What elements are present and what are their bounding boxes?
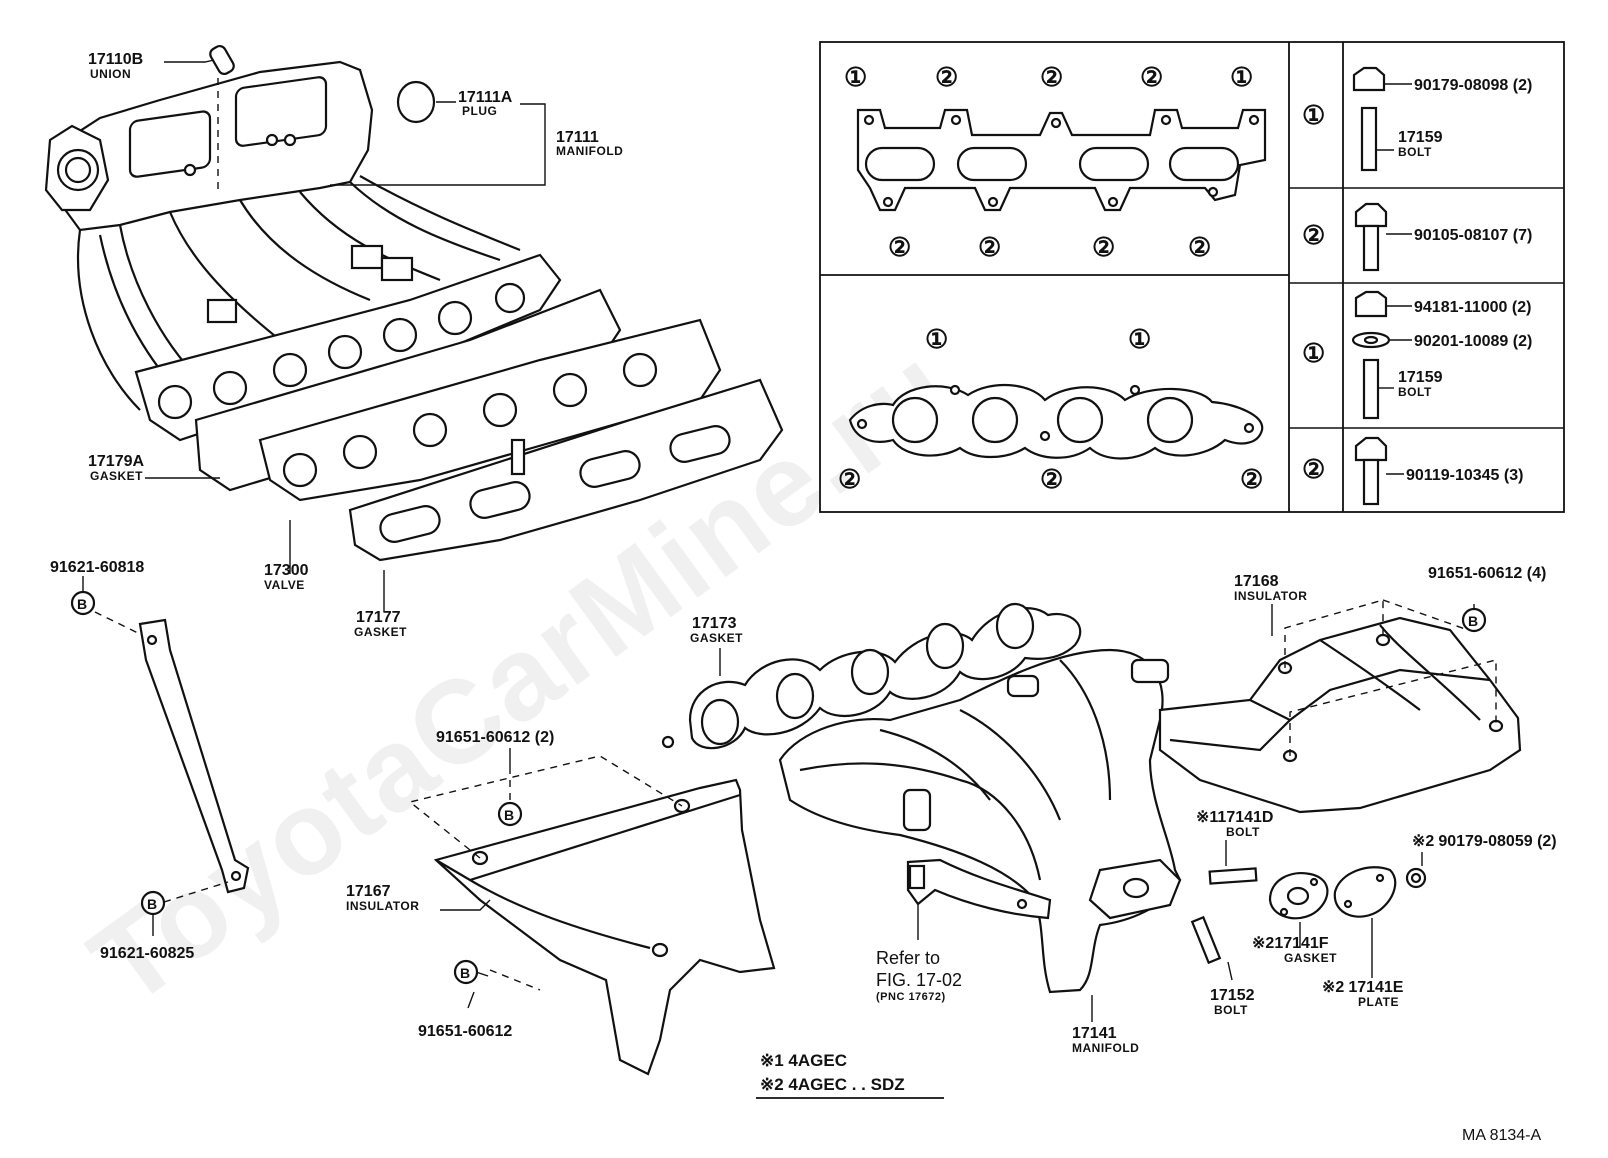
- part-17159-a: 17159: [1398, 129, 1443, 146]
- part-17152: 17152: [1210, 987, 1255, 1004]
- part-17300-name: VALVE: [264, 578, 305, 592]
- part-17159-a-name: BOLT: [1398, 145, 1432, 159]
- part-91651-60612-x2: 91651-60612 (2): [436, 729, 554, 746]
- gasket-bolt-pos-13: ②: [1040, 464, 1063, 494]
- part-17173-name: GASKET: [690, 631, 743, 645]
- callout-b-4: B: [460, 965, 470, 981]
- gasket-bolt-pos-11: ①: [1128, 324, 1151, 354]
- part-17141F: ※217141F: [1252, 935, 1329, 952]
- callout-b-group: B B B B B: [70, 590, 1487, 985]
- gasket-bolt-pos-5: ①: [1230, 62, 1253, 92]
- part-17173: 17173: [692, 615, 737, 632]
- part-17111: 17111: [556, 129, 599, 146]
- part-17141E-name: PLATE: [1358, 995, 1399, 1009]
- gasket-bolt-pos-3: ②: [1040, 62, 1063, 92]
- manifold-stay-bracket: [138, 618, 250, 894]
- lower-heat-insulator-drawing: [433, 778, 776, 1076]
- part-17141: 17141: [1072, 1025, 1117, 1042]
- part-17167: 17167: [346, 883, 391, 900]
- part-17141D-name: BOLT: [1226, 825, 1260, 839]
- gasket-bolt-pos-7: ②: [978, 232, 1001, 262]
- part-91621-60818: 91621-60818: [50, 559, 144, 576]
- part-17177-name: GASKET: [354, 625, 407, 639]
- refer-note-line1: Refer to: [876, 948, 940, 968]
- part-91651-60612-x4: 91651-60612 (4): [1428, 565, 1546, 582]
- stud-bolt-icon: [1360, 106, 1378, 172]
- gasket-bolt-pos-9: ②: [1188, 232, 1211, 262]
- table-row4-key: ②: [1302, 454, 1325, 484]
- callout-b-3: B: [504, 807, 514, 823]
- hex-nut-icon: [1354, 290, 1388, 318]
- part-90119-10345: 90119-10345 (3): [1406, 467, 1523, 484]
- callout-b-2: B: [147, 896, 157, 912]
- gasket-bolt-pos-2: ②: [935, 62, 958, 92]
- part-17110B-name: UNION: [90, 67, 131, 81]
- gasket-bolt-pos-1: ①: [844, 62, 867, 92]
- exhaust-gasket-drawing: [661, 602, 1082, 750]
- part-17300: 17300: [264, 562, 309, 579]
- flange-nut-icon: [1352, 66, 1386, 92]
- part-17179A: 17179A: [88, 453, 144, 470]
- gasket-bolt-pos-10: ①: [925, 324, 948, 354]
- legend-note-2: ※2 4AGEC . . SDZ: [760, 1075, 905, 1094]
- part-17159-b: 17159: [1398, 369, 1443, 386]
- gasket-bolt-pos-14: ②: [1240, 464, 1263, 494]
- part-90179-08098: 90179-08098 (2): [1414, 77, 1532, 94]
- gasket-bolt-pos-12: ②: [838, 464, 861, 494]
- gasket-bolt-pos-6: ②: [888, 232, 911, 262]
- refer-note-line3: (PNC 17672): [876, 991, 946, 1003]
- part-17111A-name: PLUG: [462, 104, 497, 118]
- part-91651-60612: 91651-60612: [418, 1023, 512, 1040]
- intake-manifold-drawing: [44, 44, 784, 562]
- fastener-table: ① ② ② ② ① ② ② ② ② ① ① ② ② ② ① ② ① ② 9017…: [819, 41, 1565, 513]
- part-17168: 17168: [1234, 573, 1279, 590]
- table-row3-key: ①: [1302, 338, 1325, 368]
- stud-bolt-icon-2: [1362, 358, 1380, 420]
- part-17141-name: MANIFOLD: [1072, 1041, 1139, 1055]
- gasket-bolt-pos-8: ②: [1092, 232, 1115, 262]
- gasket-bolt-pos-4: ②: [1140, 62, 1163, 92]
- part-17110B: 17110B: [88, 51, 143, 68]
- upper-heat-insulator-drawing: [1158, 616, 1522, 814]
- exhaust-manifold-drawing: [778, 648, 1182, 994]
- legend-note-1: ※1 4AGEC: [760, 1051, 847, 1070]
- part-90201-10089: 90201-10089 (2): [1414, 333, 1532, 350]
- part-17177: 17177: [356, 609, 401, 626]
- part-17141D: ※117141D: [1196, 809, 1273, 826]
- part-17167-name: INSULATOR: [346, 899, 419, 913]
- document-reference: MA 8134-A: [1462, 1127, 1541, 1144]
- part-17111-name: MANIFOLD: [556, 144, 623, 158]
- refer-note-line2: FIG. 17-02: [876, 970, 962, 990]
- part-17159-b-name: BOLT: [1398, 385, 1432, 399]
- part-94181-11000: 94181-11000 (2): [1414, 299, 1531, 316]
- part-91621-60825: 91621-60825: [100, 945, 194, 962]
- flange-bolt-icon-2: [1354, 436, 1388, 462]
- callout-b-5: B: [1468, 613, 1478, 629]
- part-17141F-name: GASKET: [1284, 951, 1337, 965]
- table-row2-key: ②: [1302, 220, 1325, 250]
- callout-b-1: B: [77, 596, 87, 612]
- intake-gasket-sketch: [856, 108, 1267, 212]
- table-row1-key: ①: [1302, 100, 1325, 130]
- part-17111A: 17111A: [458, 89, 513, 106]
- exhaust-flange-parts: [1190, 866, 1427, 965]
- part-17179A-name: GASKET: [90, 469, 143, 483]
- part-17152-name: BOLT: [1214, 1003, 1248, 1017]
- part-90105-08107: 90105-08107 (7): [1414, 227, 1532, 244]
- flange-bolt-icon: [1354, 202, 1388, 228]
- part-17168-name: INSULATOR: [1234, 589, 1307, 603]
